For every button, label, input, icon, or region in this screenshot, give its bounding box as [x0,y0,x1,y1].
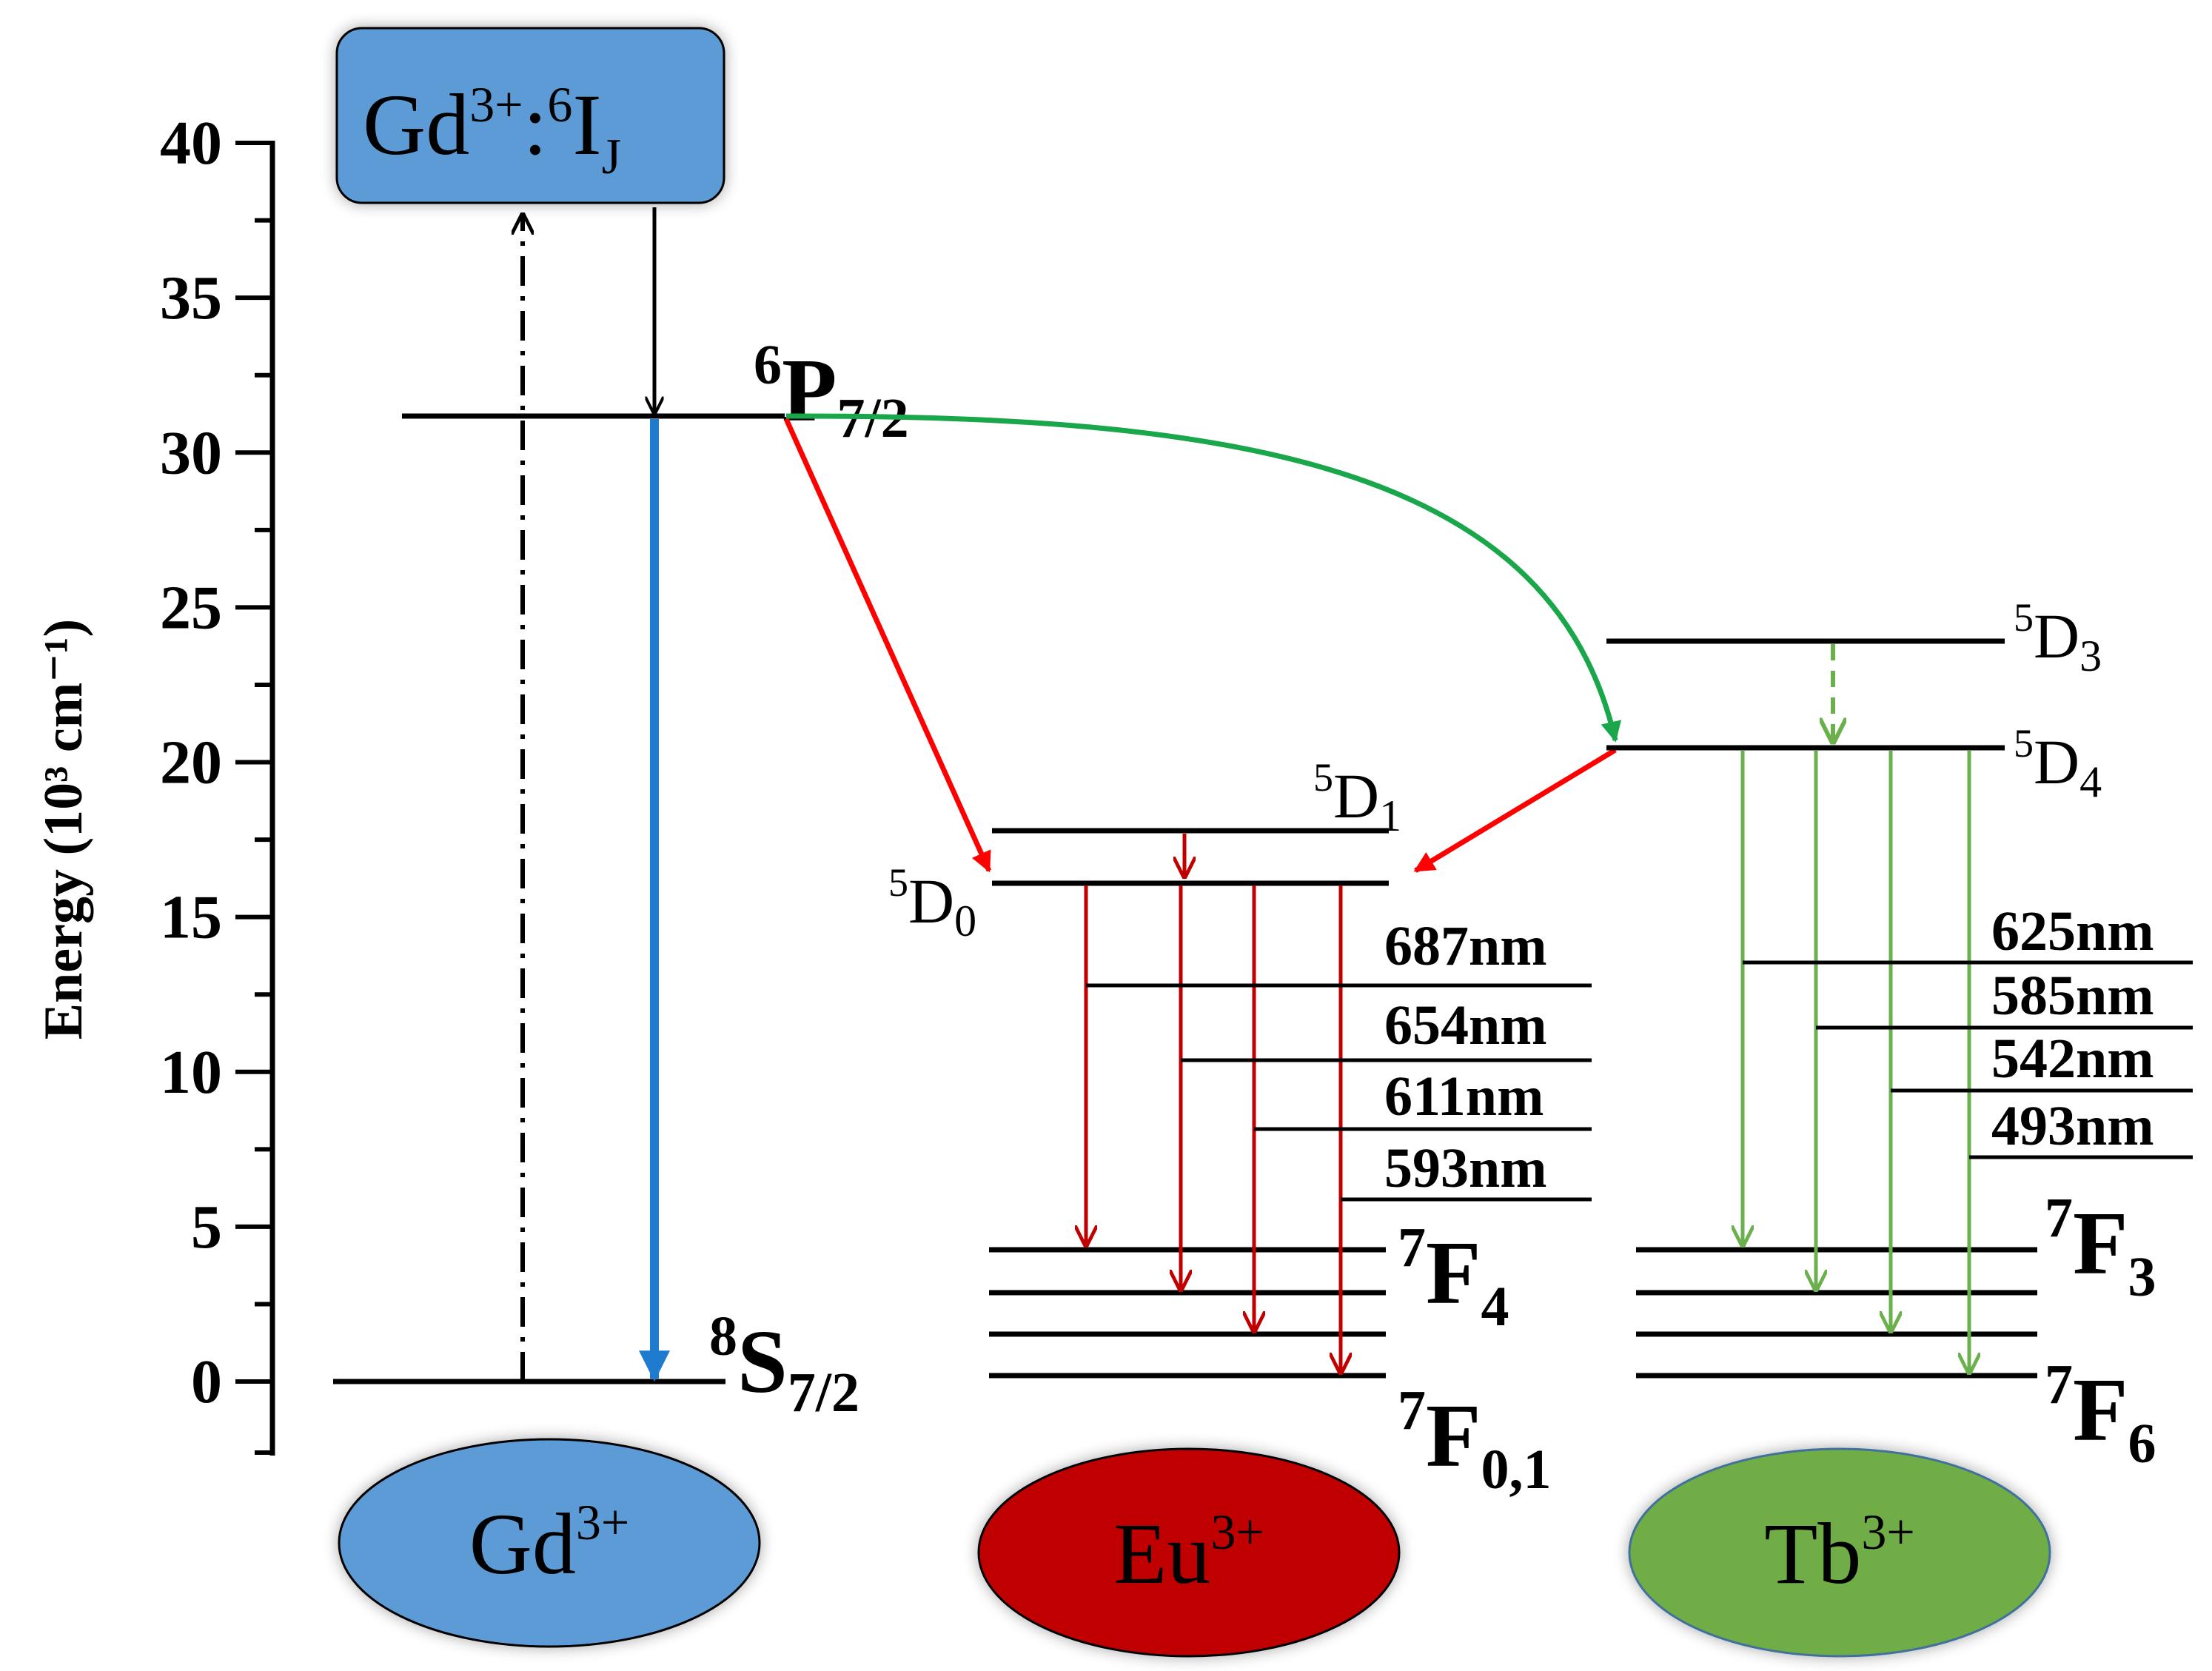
eu-7f4-mult: 7 [1398,1216,1426,1279]
y-axis-tick-label: 30 [160,418,222,487]
gd-ion-charge: 3+ [576,1494,629,1550]
gd-box-label: Gd3+:6IJ [363,76,621,184]
gd-8s-mult: 8 [709,1305,737,1367]
y-axis-title: Energy (10³ cm⁻¹) [33,619,94,1039]
eu-5d1-letter: D [1333,760,1379,831]
eu-wl-label: 593nm [1384,1137,1547,1199]
y-axis: 0 5 10 15 20 25 30 35 40 Energy (10³ cm⁻¹) [33,109,275,1456]
y-axis-tick-label: 35 [160,264,222,332]
tb-to-eu-transfer-arrow [1413,748,1617,873]
eu-7f01-label: 7F0,1 [1398,1379,1552,1501]
y-axis-tick-label: 15 [160,883,222,952]
tb-ion-ellipse [1628,1447,2051,1658]
tb-5d3-letter: D [2034,600,2079,672]
eu-5d1-mult: 5 [1313,755,1333,800]
eu-7f4-letter: F [1426,1223,1481,1323]
gd-box-letter: I [572,76,601,173]
tb-7f6-label: 7F6 [2045,1353,2156,1475]
gd-box-sep: : [523,76,548,173]
gd-to-tb-transfer-arrow [785,413,1622,743]
gd-ion-label: Gd3+ [469,1494,630,1593]
gd-box-sub: J [602,128,621,184]
y-axis-tick-label: 5 [191,1193,222,1262]
tb-7f3-mult: 7 [2045,1187,2073,1249]
gd-box-symbol: Gd [363,76,469,173]
gd-box [335,27,725,204]
tb-7f6-sub: 6 [2128,1413,2156,1475]
gd-box-charge: 3+ [469,76,523,133]
tb-5d3-sub: 3 [2079,632,2102,680]
y-axis-ticks: 0 5 10 15 20 25 30 35 40 [160,109,272,1455]
gd-box-mult: 6 [547,76,572,133]
tb-ion-label: Tb3+ [1764,1504,1914,1602]
y-axis-tick-label: 10 [160,1038,222,1107]
tb-ion-symbol: Tb [1764,1505,1861,1602]
gd-6p-label: 6P7/2 [754,334,909,449]
eu-wl-label: 611nm [1384,1065,1544,1128]
tb-7f6-mult: 7 [2045,1353,2073,1416]
gd-8s-letter: S [737,1312,788,1412]
eu-ion-symbol: Eu [1113,1505,1210,1602]
eu-5d1-sub: 1 [1379,791,1401,840]
tb-wl-label: 542nm [1991,1028,2154,1090]
gd-8s-label: 8S7/2 [709,1305,859,1424]
tb-5d3-label: 5D3 [2014,595,2102,680]
tb-7f6-letter: F [2073,1360,2128,1460]
eu-7f01-letter: F [1426,1386,1481,1486]
eu-7f4-label: 7F4 [1398,1216,1509,1338]
gd-excited-box [335,27,725,204]
tb-5d4-label: 5D4 [2014,721,2102,806]
eu-5d1-label: 5D1 [1313,755,1401,840]
eu-7f01-mult: 7 [1398,1379,1426,1441]
eu-7f4-sub: 4 [1481,1276,1509,1338]
tb-5d4-mult: 5 [2014,721,2034,766]
eu-5d0-label: 5D0 [888,860,976,945]
gd-8s-sub: 7/2 [788,1362,859,1424]
ion-ellipses [338,1438,2051,1658]
eu-7f01-sub: 0,1 [1481,1439,1552,1501]
eu-ion-label: Eu3+ [1113,1504,1264,1602]
gd-ion-ellipse [338,1438,761,1648]
eu-5d0-letter: D [908,865,954,937]
eu-ion-ellipse [977,1447,1401,1658]
eu-wl-label: 687nm [1384,915,1547,977]
tb-7f3-letter: F [2073,1193,2128,1293]
tb-5d3-mult: 5 [2014,595,2034,640]
y-axis-tick-label: 0 [191,1347,222,1416]
y-axis-tick-label: 40 [160,109,222,178]
y-axis-tick-label: 25 [160,573,222,642]
y-axis-tick-label: 20 [160,729,222,797]
gd-ion-symbol: Gd [469,1496,576,1593]
eu-ion-charge: 3+ [1210,1504,1264,1560]
tb-5d4-letter: D [2034,726,2079,797]
tb-wl-label: 493nm [1991,1095,2154,1157]
tb-7f3-sub: 3 [2128,1246,2156,1308]
tb-5d4-sub: 4 [2079,757,2102,806]
eu-wl-label: 654nm [1384,994,1547,1056]
gd-to-eu-transfer-arrow [783,418,992,873]
gd-6p-mult: 6 [754,334,782,396]
eu-5d0-mult: 5 [888,860,908,905]
eu-5d0-sub: 0 [954,897,976,945]
tb-7f3-label: 7F3 [2045,1187,2156,1308]
tb-ion-charge: 3+ [1861,1504,1914,1560]
tb-wl-label: 625nm [1991,900,2154,962]
tb-wl-label: 585nm [1991,965,2154,1027]
